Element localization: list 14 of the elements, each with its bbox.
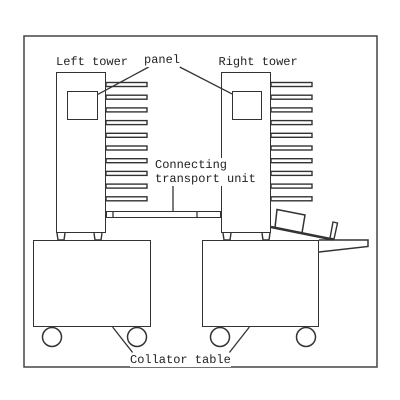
tower-label: Right tower — [218, 54, 298, 68]
leader-line — [172, 186, 174, 211]
leader-line — [112, 326, 134, 353]
transport-bar — [106, 211, 221, 218]
control-panel — [232, 91, 262, 120]
callout-label: panel — [144, 53, 180, 67]
callout-label: Collator table — [130, 352, 231, 366]
leader-line — [179, 66, 232, 94]
tower-label: Left tower — [56, 54, 128, 68]
leader-line — [228, 326, 250, 353]
control-panel — [67, 91, 98, 120]
collator-table-cabinet — [202, 240, 319, 327]
collator-table-cabinet — [33, 240, 151, 327]
leader-line — [98, 66, 149, 95]
